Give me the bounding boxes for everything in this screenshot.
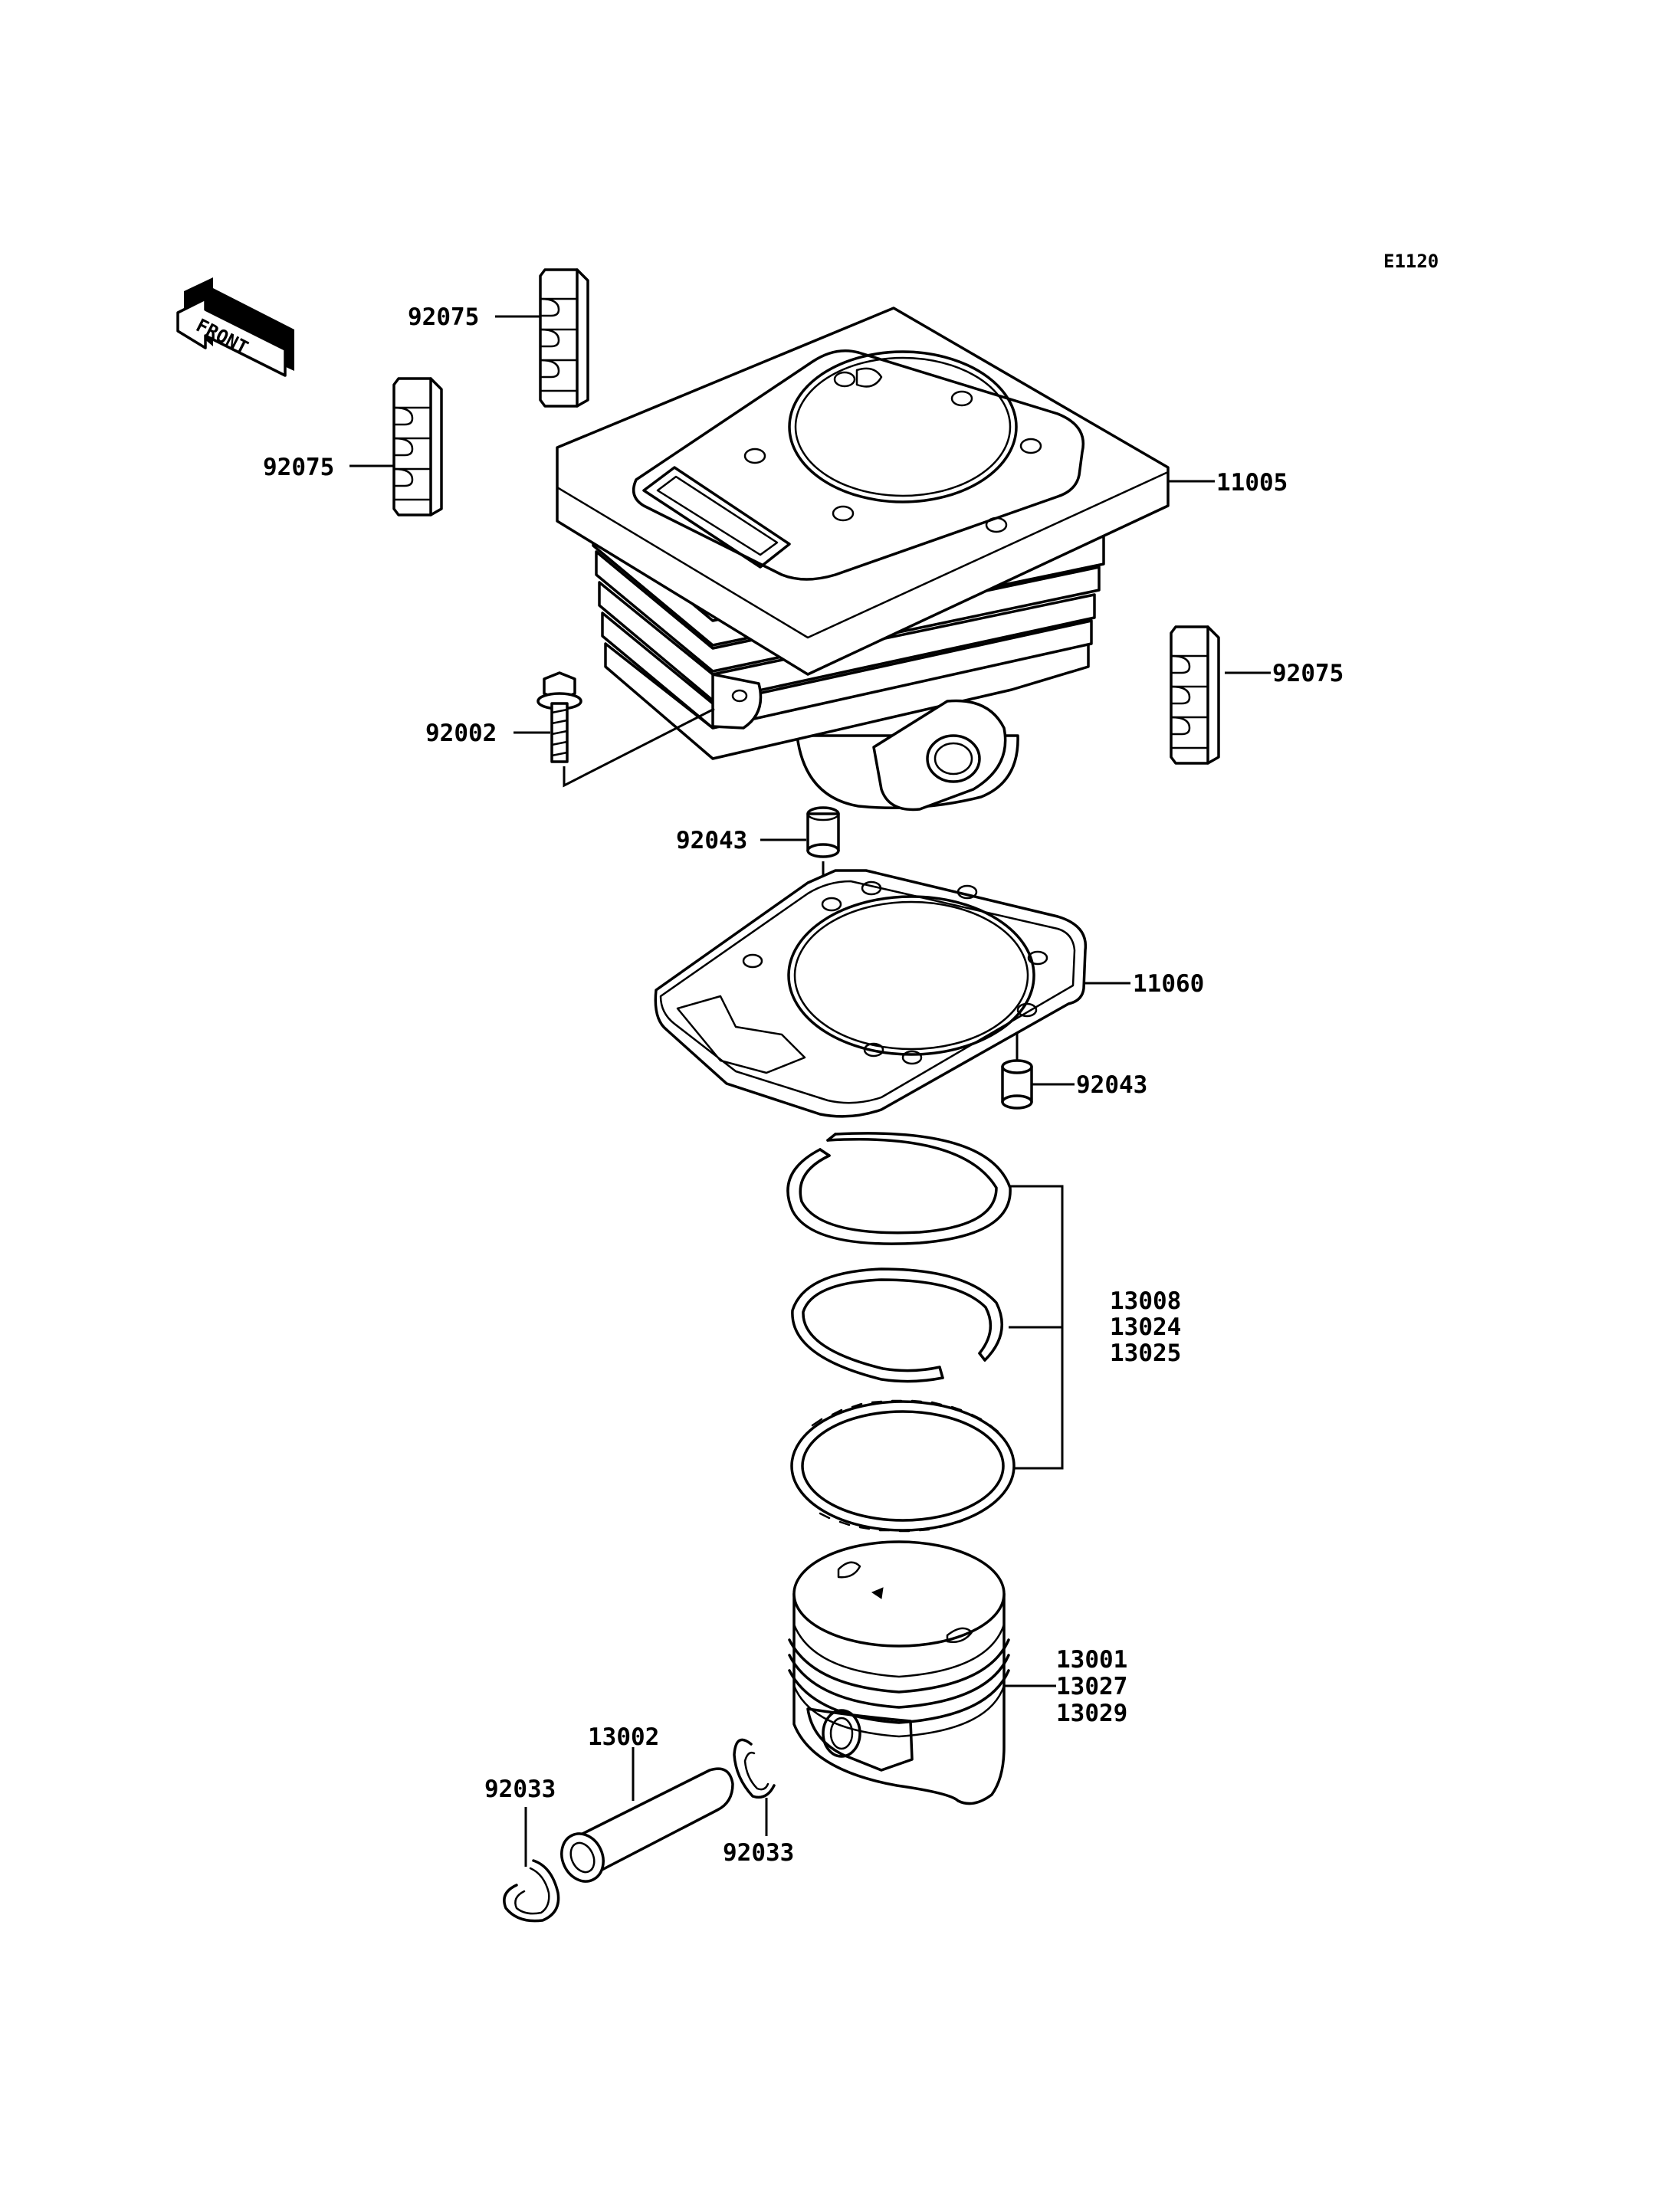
label-13027: 13027 bbox=[1056, 1673, 1127, 1700]
cylinder-block bbox=[556, 307, 1170, 812]
piston-pin bbox=[560, 1767, 734, 1883]
flange-bolt bbox=[536, 671, 582, 763]
piston-ring-oil bbox=[790, 1399, 1016, 1533]
label-13024: 13024 bbox=[1110, 1313, 1181, 1341]
label-92075-top: 92075 bbox=[408, 303, 479, 331]
rubber-cushion-right bbox=[1170, 625, 1220, 765]
piston bbox=[788, 1540, 1010, 1805]
label-92002: 92002 bbox=[425, 720, 497, 747]
label-92043-lower: 92043 bbox=[1076, 1071, 1147, 1099]
label-92033-right: 92033 bbox=[723, 1839, 794, 1867]
label-11060: 11060 bbox=[1133, 970, 1204, 998]
piston-ring-top bbox=[786, 1132, 1012, 1245]
label-92075-right: 92075 bbox=[1272, 660, 1344, 687]
snap-ring-left bbox=[503, 1859, 560, 1923]
diagram-code: E1120 bbox=[1383, 251, 1439, 272]
rubber-cushion-left bbox=[392, 377, 443, 516]
label-13001: 13001 bbox=[1056, 1646, 1127, 1674]
label-92043-upper: 92043 bbox=[676, 827, 747, 854]
label-92033-left: 92033 bbox=[484, 1776, 556, 1803]
label-13029: 13029 bbox=[1056, 1700, 1127, 1727]
label-92075-left: 92075 bbox=[263, 454, 334, 481]
piston-ring-second bbox=[791, 1267, 1003, 1383]
label-13008: 13008 bbox=[1110, 1287, 1181, 1315]
label-13002: 13002 bbox=[588, 1723, 659, 1751]
dowel-pin-lower bbox=[1001, 1059, 1033, 1110]
front-arrow-icon: FRONT bbox=[176, 277, 294, 377]
dowel-pin-upper bbox=[806, 806, 840, 858]
cylinder-base-gasket bbox=[654, 869, 1088, 1118]
label-13025: 13025 bbox=[1110, 1340, 1181, 1367]
snap-ring-right bbox=[733, 1738, 776, 1799]
rubber-cushion-top bbox=[539, 268, 589, 408]
label-11005: 11005 bbox=[1216, 469, 1288, 497]
